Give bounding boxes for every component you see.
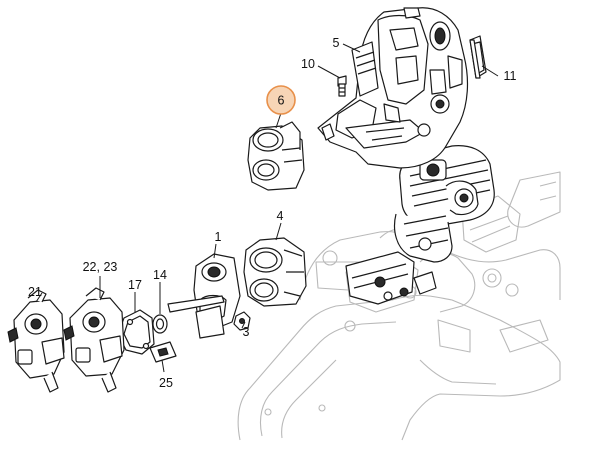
label-6[interactable]: 6	[278, 94, 285, 108]
handle-housing-part-5	[317, 7, 469, 169]
manifold-part-4	[243, 237, 307, 307]
leader-10	[317, 65, 341, 79]
nut-part-3	[233, 311, 251, 331]
label-17[interactable]: 17	[128, 278, 142, 292]
label-4[interactable]: 4	[277, 209, 284, 223]
leader-21	[35, 292, 43, 303]
ghost-saw-body	[237, 171, 561, 441]
label-25[interactable]: 25	[159, 376, 173, 390]
label-11[interactable]: 11	[504, 69, 517, 83]
label-1[interactable]: 1	[215, 230, 222, 244]
carb-holder-part-1	[167, 253, 241, 339]
ring-part-14	[152, 314, 168, 334]
leader-25	[161, 359, 165, 373]
gasket-part-17	[117, 309, 155, 355]
bolt-part-10	[337, 75, 347, 97]
crankcase-detail	[345, 251, 437, 305]
plate-part-25	[149, 341, 177, 363]
label-14[interactable]: 14	[153, 268, 167, 282]
leader-lines	[35, 43, 499, 373]
leader-1	[213, 243, 217, 259]
label-3[interactable]: 3	[243, 325, 250, 339]
carburetor-part-21	[7, 289, 65, 393]
part-number-labels: 6 5 10 11 4 1 3 14 17 22, 23 21 25	[28, 36, 516, 390]
label-21[interactable]: 21	[28, 285, 42, 299]
strip-part-11	[469, 35, 487, 79]
label-5[interactable]: 5	[333, 36, 340, 50]
engine-cylinder	[393, 145, 495, 263]
leader-11	[481, 65, 499, 77]
leader-4	[275, 222, 282, 241]
label-22-23[interactable]: 22, 23	[83, 260, 118, 274]
highlight-circle-6	[266, 85, 296, 115]
carburetor-part-22-23	[63, 287, 125, 393]
leader-6	[275, 112, 282, 129]
leader-5	[342, 43, 361, 53]
label-10[interactable]: 10	[301, 57, 315, 71]
leader-3	[241, 321, 246, 329]
manifold-part-6	[247, 121, 305, 191]
